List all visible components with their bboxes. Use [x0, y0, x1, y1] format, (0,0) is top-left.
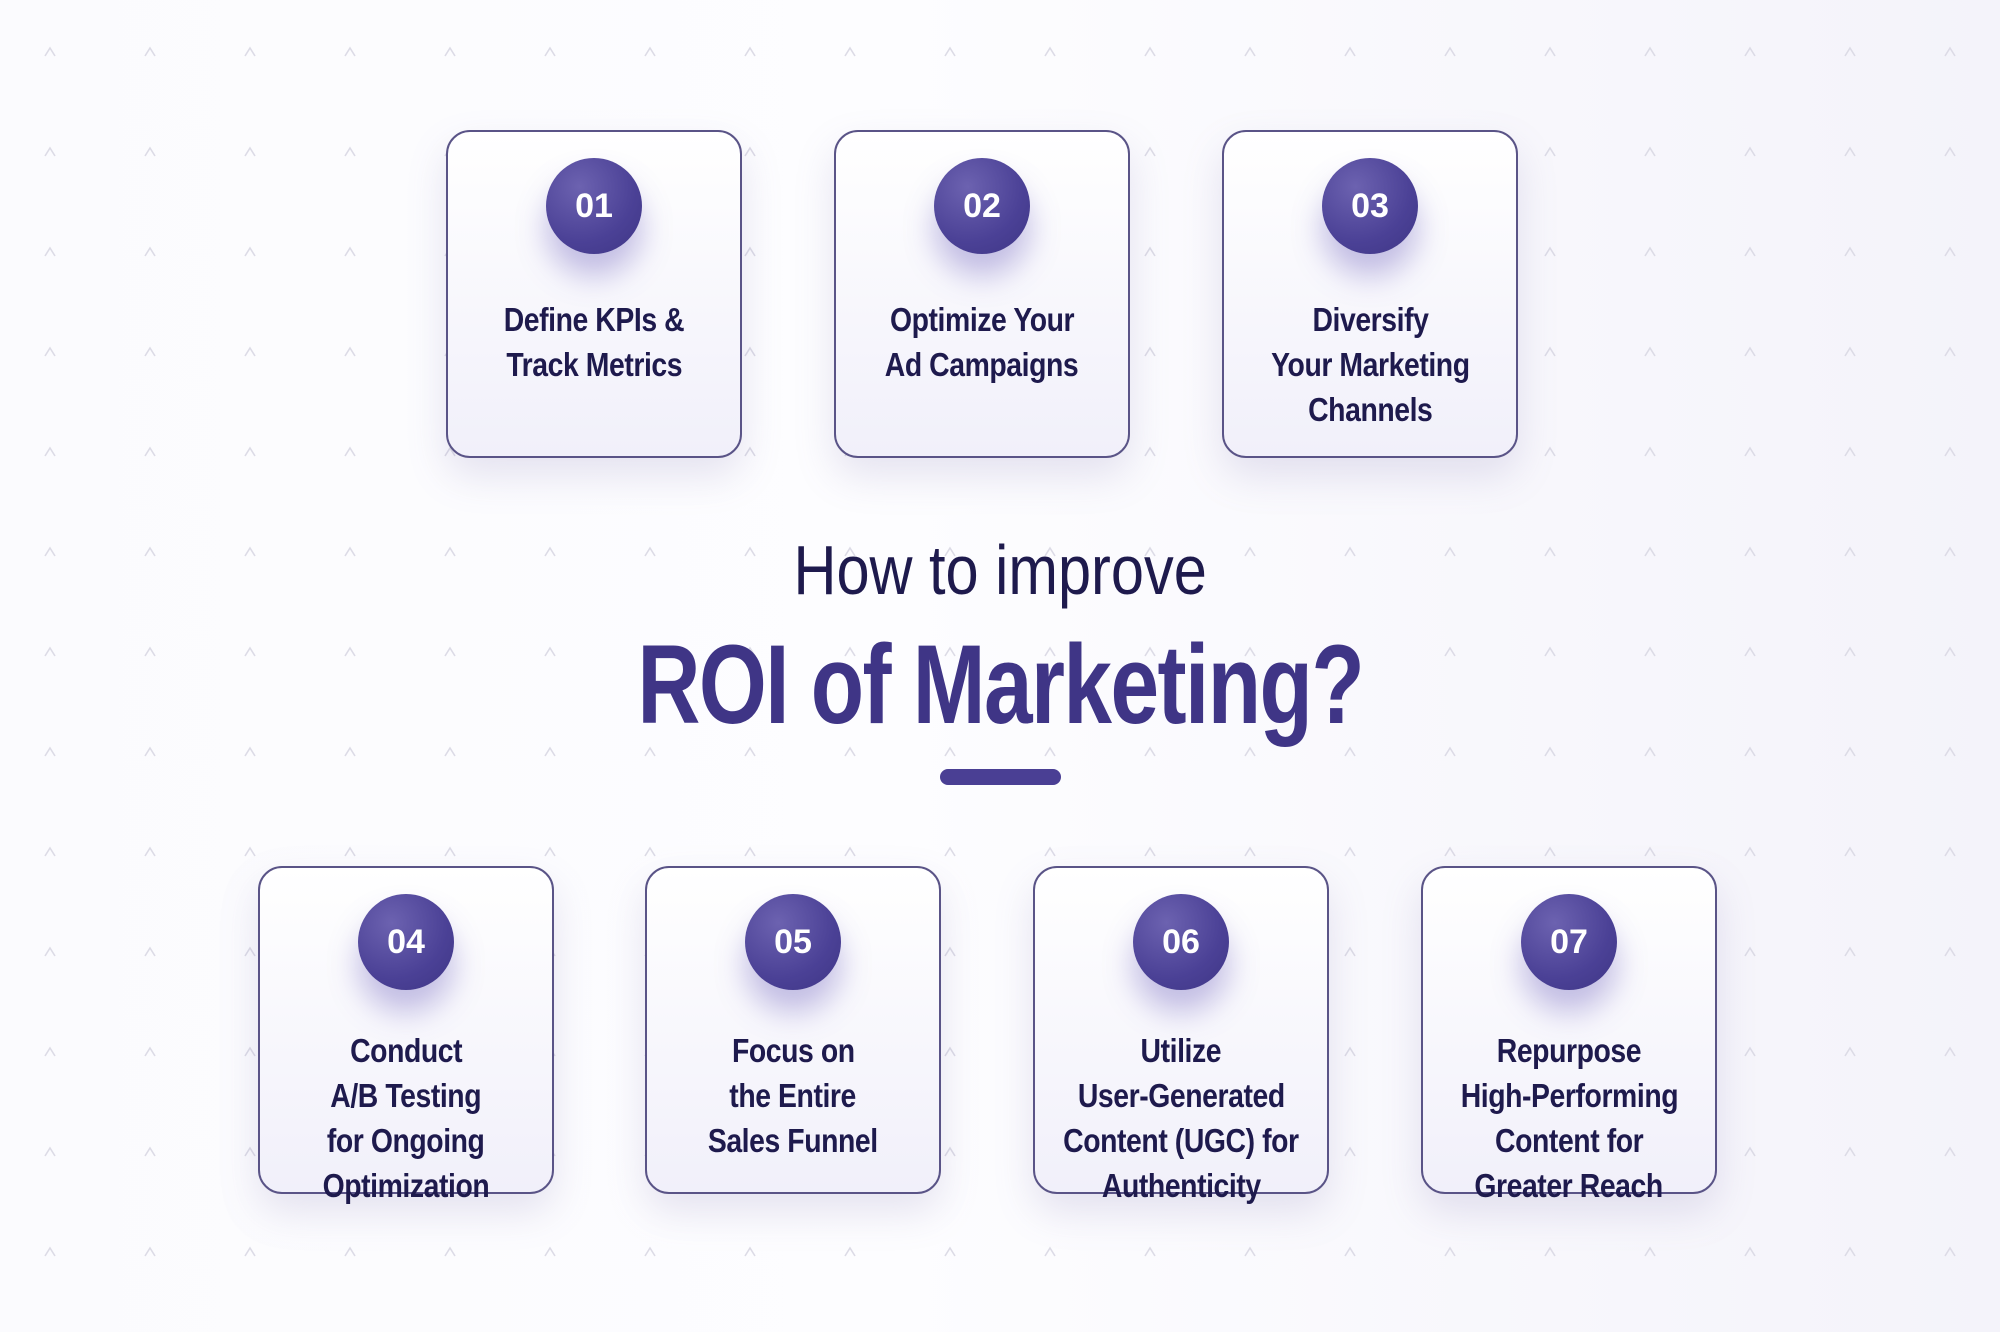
- step-label-line: A/B Testing: [330, 1077, 482, 1114]
- step-number-badge: 07: [1521, 894, 1617, 990]
- step-label-line: the Entire: [729, 1077, 857, 1114]
- step-label-line: Conduct: [349, 1032, 463, 1069]
- step-number-badge: 03: [1322, 158, 1418, 254]
- step-label-line: Track Metrics: [506, 346, 682, 383]
- step-label-line: Optimize Your: [889, 301, 1075, 338]
- step-label-line: Greater Reach: [1474, 1167, 1664, 1204]
- step-label-line: User-Generated: [1077, 1077, 1285, 1114]
- step-label-line: Channels: [1307, 391, 1433, 428]
- step-label-line: Authenticity: [1101, 1167, 1261, 1204]
- step-label-line: Diversify: [1311, 301, 1429, 338]
- step-number-badge: 06: [1133, 894, 1229, 990]
- step-label-line: Focus on: [731, 1032, 855, 1069]
- headline-line-1: How to improve: [793, 531, 1207, 609]
- step-label-line: for Ongoing: [327, 1122, 485, 1159]
- step-label: Optimize Your Ad Campaigns: [836, 297, 1128, 387]
- step-label-line: Ad Campaigns: [885, 346, 1079, 383]
- step-number-badge: 02: [934, 158, 1030, 254]
- headline-line-2: ROI of Marketing?: [637, 622, 1364, 747]
- step-label-line: Define KPIs &: [503, 301, 685, 338]
- step-label-line: Content for: [1494, 1122, 1644, 1159]
- step-label-line: Content (UGC) for: [1063, 1122, 1299, 1159]
- step-number-badge: 05: [745, 894, 841, 990]
- step-label-line: Repurpose: [1496, 1032, 1642, 1069]
- step-label-line: Your Marketing: [1270, 346, 1470, 383]
- step-label: Define KPIs & Track Metrics: [448, 297, 740, 387]
- step-label-line: Sales Funnel: [708, 1122, 878, 1159]
- step-label-line: High-Performing: [1460, 1077, 1678, 1114]
- step-number-badge: 04: [358, 894, 454, 990]
- step-label-line: Utilize: [1140, 1032, 1222, 1069]
- title-underline-bar: [940, 769, 1061, 785]
- step-label-line: Optimization: [322, 1167, 490, 1204]
- step-number-badge: 01: [546, 158, 642, 254]
